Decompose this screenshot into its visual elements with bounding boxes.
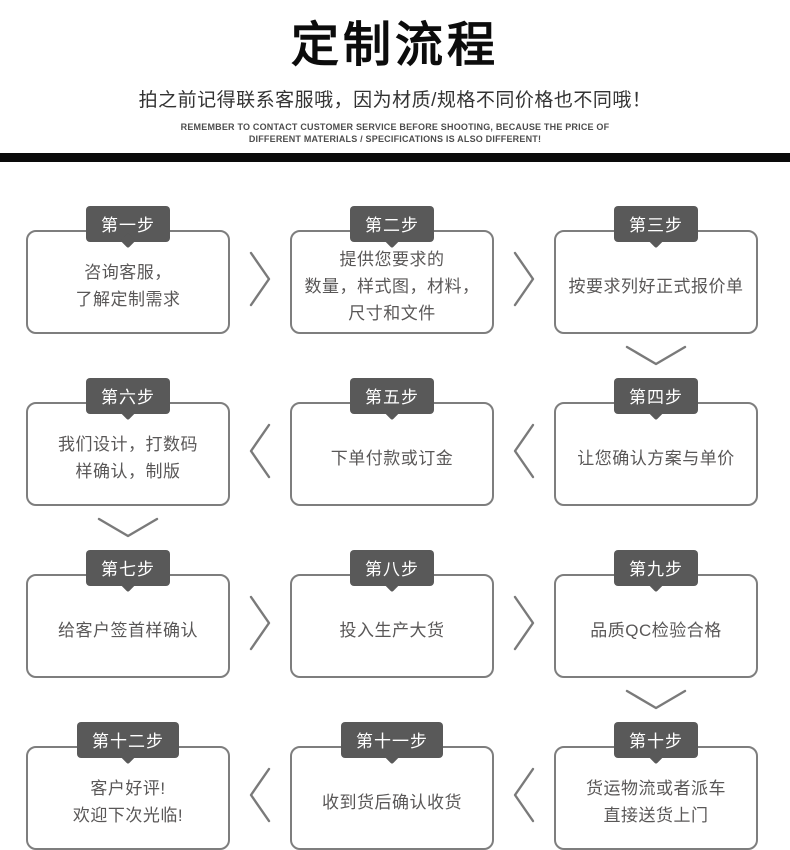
step-text-line: 了解定制需求: [75, 290, 181, 310]
step-ribbon: 第十一步: [341, 722, 443, 765]
step-card-12: 第十二步 客户好评! 欢迎下次光临!: [26, 722, 230, 850]
step-ribbon: 第二步: [350, 206, 434, 249]
step-ribbon: 第四步: [614, 378, 698, 421]
step-ribbon: 第九步: [614, 550, 698, 593]
connector-gap-row: [26, 506, 760, 550]
step-ribbon: 第三步: [614, 206, 698, 249]
step-text-line: 投入生产大货: [339, 620, 445, 640]
chevron-left-icon: [494, 722, 554, 850]
step-text-line: 收到货后确认收货: [322, 792, 462, 812]
process-flow-diagram: 第一步 咨询客服， 了解定制需求 第二步 提供您要求的 数量，样式图，材料， 尺…: [0, 162, 790, 850]
connector-gap-row: [26, 334, 760, 378]
chevron-down-icon: [554, 678, 758, 722]
step-label: 第一步: [101, 216, 155, 236]
step-card-1: 第一步 咨询客服， 了解定制需求: [26, 206, 230, 335]
step-text-line: 样确认，制版: [75, 462, 181, 482]
step-card-3: 第三步 按要求列好正式报价单: [554, 206, 758, 335]
step-card-4: 第四步 让您确认方案与单价: [554, 378, 758, 507]
step-ribbon: 第十步: [614, 722, 698, 765]
step-text-line: 数量，样式图，材料，: [304, 276, 480, 296]
page-header: 定制流程 拍之前记得联系客服哦，因为材质/规格不同价格也不同哦！ REMEMBE…: [0, 0, 790, 145]
chevron-left-icon: [230, 722, 290, 850]
step-label: 第五步: [365, 388, 419, 408]
flow-row-2: 第六步 我们设计，打数码 样确认，制版 第五步 下单付款或订金 第四步: [26, 378, 760, 507]
step-text-line: 直接送货上门: [603, 806, 709, 826]
step-box: 提供您要求的 数量，样式图，材料， 尺寸和文件: [290, 230, 494, 335]
flow-row-1: 第一步 咨询客服， 了解定制需求 第二步 提供您要求的 数量，样式图，材料， 尺…: [26, 206, 760, 335]
flow-row-3: 第七步 给客户签首样确认 第八步 投入生产大货 第九步 品质QC检验合: [26, 550, 760, 679]
step-text-line: 欢迎下次光临!: [72, 806, 184, 826]
step-card-6: 第六步 我们设计，打数码 样确认，制版: [26, 378, 230, 507]
step-box: 咨询客服， 了解定制需求: [26, 230, 230, 335]
chevron-left-icon: [230, 378, 290, 506]
step-label: 第六步: [101, 388, 155, 408]
step-text-line: 按要求列好正式报价单: [568, 276, 744, 296]
flow-row-4: 第十二步 客户好评! 欢迎下次光临! 第十一步 收到货后确认收货 第十步: [26, 722, 760, 850]
step-card-8: 第八步 投入生产大货: [290, 550, 494, 679]
step-ribbon: 第十二步: [77, 722, 179, 765]
chevron-down-icon: [554, 334, 758, 378]
step-label: 第二步: [365, 216, 419, 236]
step-card-7: 第七步 给客户签首样确认: [26, 550, 230, 679]
step-text-line: 让您确认方案与单价: [577, 448, 735, 468]
chevron-right-icon: [494, 206, 554, 334]
step-text-line: 下单付款或订金: [330, 448, 454, 468]
step-label: 第八步: [365, 560, 419, 580]
step-label: 第三步: [629, 216, 683, 236]
step-text-line: 我们设计，打数码: [58, 435, 198, 455]
chevron-left-icon: [494, 378, 554, 506]
step-text-line: 货运物流或者派车: [586, 779, 726, 799]
step-text-line: 提供您要求的: [339, 249, 445, 269]
step-card-5: 第五步 下单付款或订金: [290, 378, 494, 507]
step-label: 第四步: [629, 388, 683, 408]
step-text-line: 客户好评!: [90, 779, 166, 799]
subtitle-cn: 拍之前记得联系客服哦，因为材质/规格不同价格也不同哦！: [138, 90, 652, 112]
step-ribbon: 第六步: [86, 378, 170, 421]
step-text-line: 品质QC检验合格: [590, 620, 722, 640]
subtitle-en-line2: DIFFERENT MATERIALS / SPECIFICATIONS IS …: [248, 134, 542, 145]
step-label: 第七步: [101, 560, 155, 580]
step-label: 第十步: [629, 732, 683, 752]
step-ribbon: 第八步: [350, 550, 434, 593]
step-label: 第十二步: [92, 732, 164, 752]
chevron-right-icon: [494, 550, 554, 678]
step-card-2: 第二步 提供您要求的 数量，样式图，材料， 尺寸和文件: [290, 206, 494, 335]
step-text-line: 咨询客服，: [84, 263, 172, 283]
subtitle-en-line1: REMEMBER TO CONTACT CUSTOMER SERVICE BEF…: [180, 122, 610, 133]
page-title: 定制流程: [290, 19, 499, 72]
step-label: 第九步: [629, 560, 683, 580]
step-text-line: 给客户签首样确认: [58, 620, 198, 640]
step-ribbon: 第一步: [86, 206, 170, 249]
chevron-right-icon: [230, 550, 290, 678]
step-card-9: 第九步 品质QC检验合格: [554, 550, 758, 679]
chevron-down-icon: [26, 506, 230, 550]
chevron-right-icon: [230, 206, 290, 334]
divider-bar: [0, 153, 790, 163]
step-card-10: 第十步 货运物流或者派车 直接送货上门: [554, 722, 758, 850]
step-ribbon: 第七步: [86, 550, 170, 593]
step-ribbon: 第五步: [350, 378, 434, 421]
step-text-line: 尺寸和文件: [348, 303, 436, 323]
step-label: 第十一步: [356, 732, 428, 752]
step-card-11: 第十一步 收到货后确认收货: [290, 722, 494, 850]
connector-gap-row: [26, 678, 760, 722]
